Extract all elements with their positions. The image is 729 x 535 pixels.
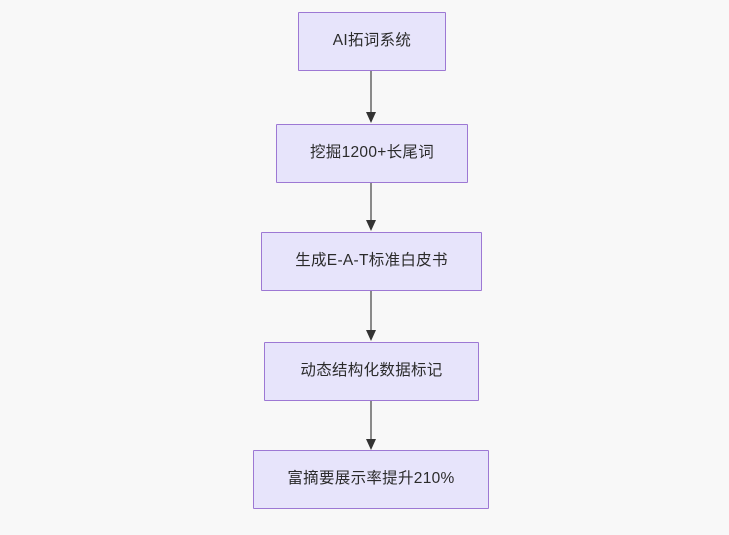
flow-edge-3-4-arrowhead [366,330,376,341]
flow-node-3[interactable]: 生成E-A-T标准白皮书 [261,232,482,291]
flow-node-3-label: 生成E-A-T标准白皮书 [295,252,448,270]
flow-node-5-label: 富摘要展示率提升210% [287,470,455,488]
flow-edge-4-5 [366,401,376,450]
flow-edge-1-2-arrowhead [366,112,376,123]
flow-node-2-label: 挖掘1200+长尾词 [309,144,435,162]
flow-node-1-label: AI拓词系统 [332,32,412,50]
flow-edge-1-2 [366,71,376,123]
flow-node-4[interactable]: 动态结构化数据标记 [264,342,479,401]
flow-edge-2-3-arrowhead [366,220,376,231]
flow-edge-2-3 [366,183,376,231]
flow-node-1[interactable]: AI拓词系统 [298,12,446,71]
flow-node-5[interactable]: 富摘要展示率提升210% [253,450,489,509]
flow-node-2[interactable]: 挖掘1200+长尾词 [276,124,468,183]
flow-edge-4-5-arrowhead [366,439,376,450]
flow-node-4-label: 动态结构化数据标记 [300,362,443,380]
flow-edge-3-4 [366,291,376,341]
